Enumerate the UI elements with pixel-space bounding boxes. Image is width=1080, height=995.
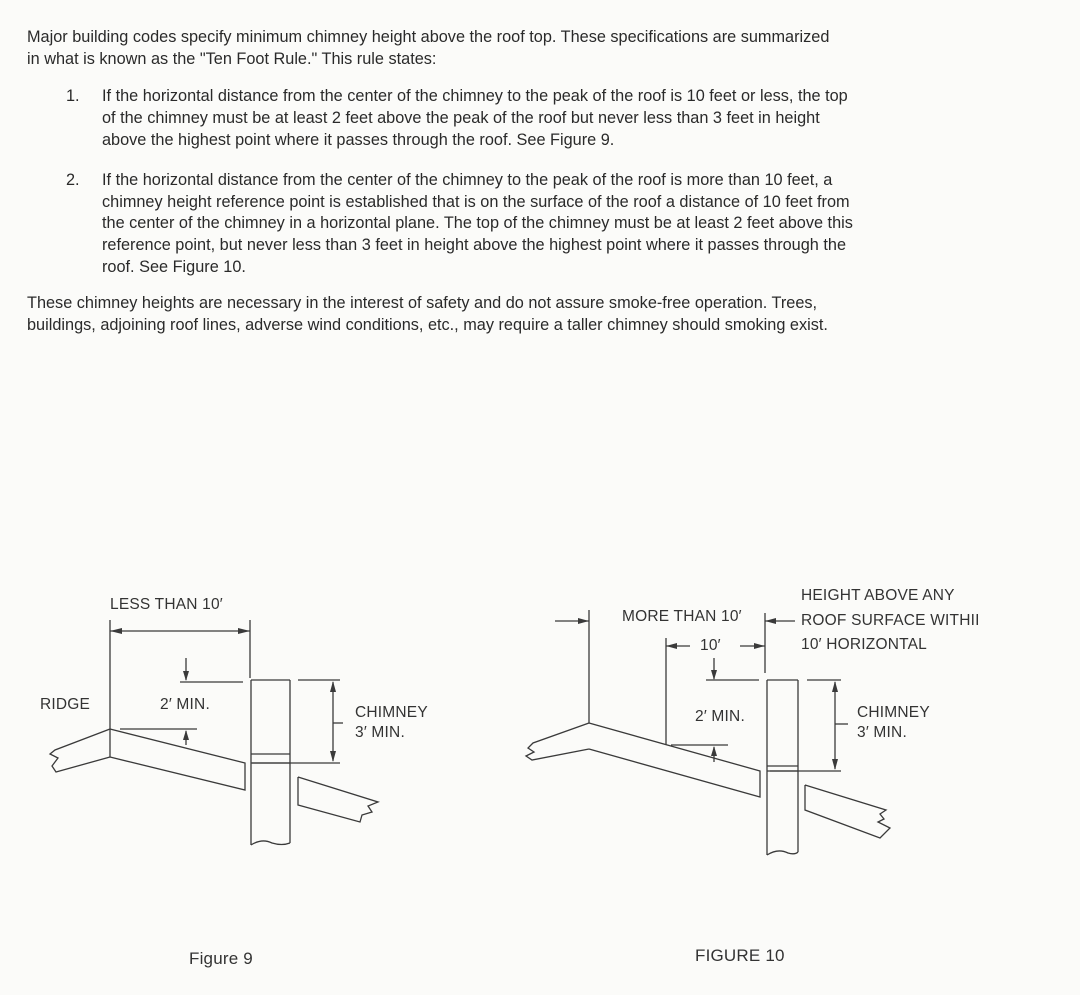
- fig10-chimney-label: CHIMNEY: [857, 704, 930, 721]
- fig10-2ft-min-label: 2′ MIN.: [695, 708, 745, 725]
- rule-line: reference point, but never less than 3 f…: [102, 236, 847, 254]
- rule-line: the center of the chimney in a horizonta…: [102, 214, 853, 232]
- rule-number: 2.: [66, 171, 80, 189]
- rule-number: 1.: [66, 87, 80, 105]
- fig10-distance-label: MORE THAN 10′: [622, 608, 742, 625]
- figure-10-drawing: [524, 610, 892, 856]
- rule-line: of the chimney must be at least 2 feet a…: [102, 109, 820, 127]
- fig9-distance-label: LESS THAN 10′: [110, 596, 223, 613]
- closing-line: buildings, adjoining roof lines, adverse…: [27, 316, 828, 334]
- fig10-height-line: HEIGHT ABOVE ANY: [801, 587, 955, 604]
- fig9-ridge-label: RIDGE: [40, 696, 91, 713]
- rule-line: If the horizontal distance from the cent…: [102, 171, 833, 189]
- fig10-10ft-label: 10′: [700, 637, 721, 654]
- rule-line: roof. See Figure 10.: [102, 258, 246, 276]
- intro-line: in what is known as the "Ten Foot Rule."…: [27, 50, 437, 68]
- figure-9-drawing: [48, 620, 380, 846]
- fig10-3ft-min-label: 3′ MIN.: [857, 724, 907, 741]
- fig10-height-line: ROOF SURFACE WITHII: [801, 612, 980, 629]
- intro-line: Major building codes specify minimum chi…: [27, 28, 830, 46]
- fig9-3ft-min-label: 3′ MIN.: [355, 724, 405, 741]
- rule-line: chimney height reference point is establ…: [102, 193, 850, 211]
- rule-line: above the highest point where it passes …: [102, 131, 615, 149]
- closing-line: These chimney heights are necessary in t…: [27, 294, 818, 312]
- fig9-chimney-label: CHIMNEY: [355, 704, 428, 721]
- fig9-2ft-min-label: 2′ MIN.: [160, 696, 210, 713]
- fig10-height-line: 10′ HORIZONTAL: [801, 636, 927, 653]
- figure-10-caption: FIGURE 10: [695, 946, 785, 965]
- rule-line: If the horizontal distance from the cent…: [102, 87, 848, 105]
- figure-9-caption: Figure 9: [189, 949, 253, 968]
